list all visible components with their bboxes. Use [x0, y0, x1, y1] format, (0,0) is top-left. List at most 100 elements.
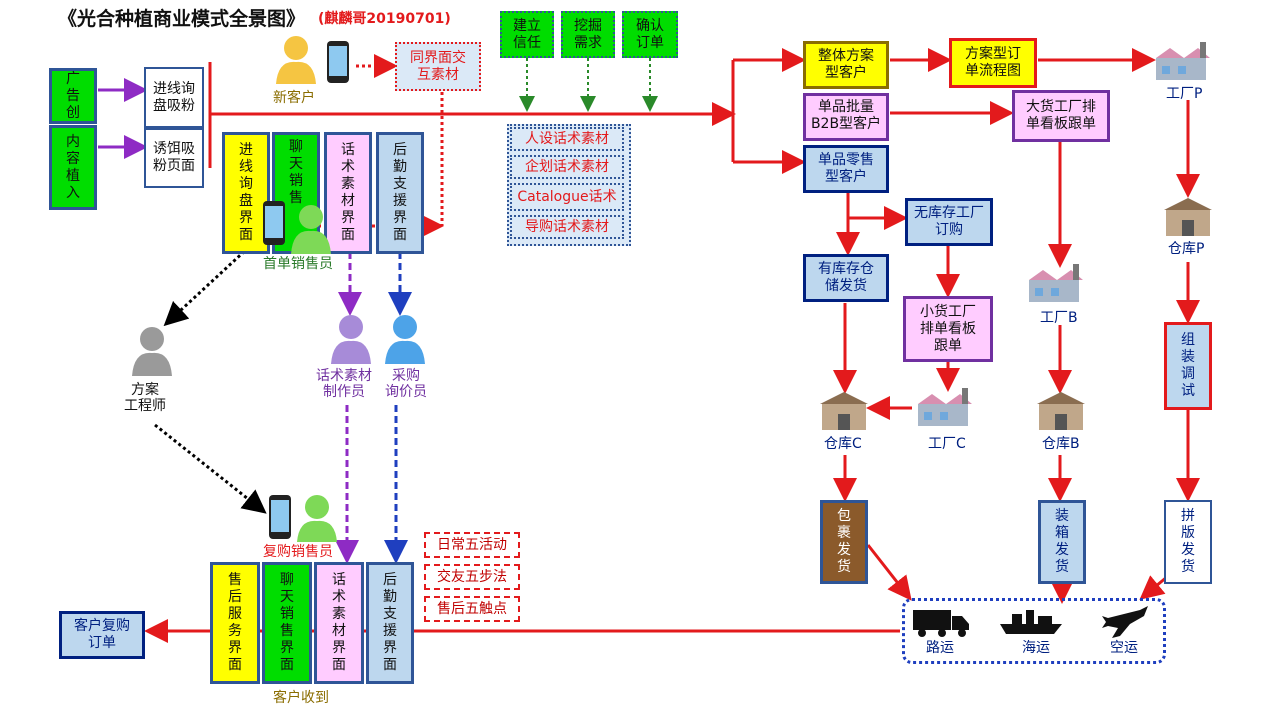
lure-page-box: 诱饵吸粉页面 — [144, 128, 204, 188]
customer-solution-label: 整体方案型客户 — [818, 48, 874, 81]
parcel-box: 包裹发货 — [820, 500, 868, 584]
assemble-label: 组装调试 — [1181, 332, 1195, 399]
no-stock-label: 无库存工厂订购 — [914, 205, 984, 238]
first-panel-chat-label: 聊天销售 — [289, 139, 303, 206]
repeat-order-label: 客户复购订单 — [74, 618, 130, 651]
activity-daily-label: 日常五活动 — [437, 536, 507, 553]
phone-icon — [327, 41, 349, 83]
transport-air-label: 空运 — [1110, 640, 1138, 656]
repeat-sales-phone-icon — [269, 495, 291, 539]
customer-b2b-box: 单品批量B2B型客户 — [803, 93, 889, 141]
material-persona: 人设话术素材 — [510, 127, 624, 151]
solution-order-box: 方案型订单流程图 — [949, 38, 1037, 88]
repeat-order-box: 客户复购订单 — [59, 611, 145, 659]
engineer-icon — [132, 327, 172, 376]
step-confirm: 确认订单 — [622, 11, 678, 58]
transport-group — [902, 598, 1166, 664]
step-trust: 建立信任 — [500, 11, 554, 58]
repeat-panel-logistics: 后勤支援界面 — [366, 562, 414, 684]
repeat-panel-script: 话术素材界面 — [314, 562, 364, 684]
same-interface-label: 同界面交互素材 — [410, 49, 466, 83]
factory-p-label: 工厂P — [1166, 86, 1203, 102]
author-note: (麒麟哥20190701) — [318, 11, 451, 27]
warehouse-p-label: 仓库P — [1168, 241, 1205, 257]
big-factory-label: 大货工厂排单看板跟单 — [1026, 99, 1096, 132]
small-factory-box: 小货工厂排单看板跟单 — [903, 296, 993, 362]
purchaser-label: 采购 询价员 — [385, 368, 427, 400]
material-catalogue-label: Catalogue话术 — [517, 189, 617, 205]
warehouse-c-label: 仓库C — [824, 436, 862, 452]
step-confirm-label: 确认订单 — [636, 17, 664, 51]
factory-c-label: 工厂C — [928, 436, 966, 452]
parcel-label: 包裹发货 — [837, 508, 851, 575]
ship-icon — [1000, 610, 1062, 634]
warehouse-b-label: 仓库B — [1042, 436, 1080, 452]
inquiry-page-box: 进线询盘吸粉 — [144, 67, 204, 128]
activity-daily: 日常五活动 — [424, 532, 520, 558]
step-needs: 挖掘需求 — [561, 11, 615, 58]
engineer-label: 方案 工程师 — [124, 382, 166, 414]
repeat-panel-chat: 聊天销售界面 — [262, 562, 312, 684]
pallet-label: 拼版发货 — [1181, 508, 1195, 575]
repeat-panel-chat-label: 聊天销售界面 — [280, 572, 294, 673]
first-panel-logistics: 后勤支援界面 — [376, 132, 424, 254]
new-customer-label: 新客户 — [273, 90, 315, 106]
customer-received-label: 客户收到 — [273, 690, 329, 706]
customer-solution-box: 整体方案型客户 — [803, 41, 889, 89]
new-customer-icon — [276, 36, 316, 84]
in-stock-label: 有库存仓储发货 — [818, 261, 874, 294]
no-stock-box: 无库存工厂订购 — [905, 198, 993, 246]
ad-box-label: 广告创 — [66, 70, 80, 121]
content-box: 内容植入 — [49, 125, 97, 210]
plane-icon — [1102, 606, 1148, 638]
material-planning-label: 企划话术素材 — [525, 158, 609, 175]
repeat-panel-logistics-label: 后勤支援界面 — [383, 572, 397, 673]
material-persona-label: 人设话术素材 — [525, 130, 609, 147]
box-ship-box: 装箱发货 — [1038, 500, 1086, 584]
factory-p-icon — [1156, 42, 1210, 80]
activity-aftersale: 售后五触点 — [424, 596, 520, 622]
factory-b-label: 工厂B — [1040, 310, 1078, 326]
truck-icon — [913, 610, 969, 637]
first-panel-inquiry: 进线询盘界面 — [222, 132, 270, 254]
in-stock-box: 有库存仓储发货 — [803, 254, 889, 302]
small-factory-label: 小货工厂排单看板跟单 — [920, 303, 976, 354]
warehouse-p-icon — [1164, 198, 1212, 236]
repeat-panel-aftersale-label: 售后服务界面 — [228, 572, 242, 673]
activity-friend-label: 交友五步法 — [437, 568, 507, 585]
transport-road-label: 路运 — [926, 640, 954, 656]
content-box-label: 内容植入 — [66, 133, 80, 201]
lure-page-label: 诱饵吸粉页面 — [153, 141, 195, 174]
repeat-panel-script-label: 话术素材界面 — [332, 572, 346, 673]
transport-sea-label: 海运 — [1022, 640, 1050, 656]
repeat-panel-aftersale: 售后服务界面 — [210, 562, 260, 684]
activity-friend: 交友五步法 — [424, 564, 520, 590]
script-maker-icon — [331, 315, 371, 364]
inquiry-page-label: 进线询盘吸粉 — [153, 80, 195, 114]
big-factory-box: 大货工厂排单看板跟单 — [1012, 90, 1110, 142]
first-panel-script: 话术素材界面 — [324, 132, 372, 254]
material-planning: 企划话术素材 — [510, 155, 624, 179]
first-sales-phone-icon — [263, 201, 285, 245]
script-maker-label: 话术素材 制作员 — [316, 368, 372, 400]
material-catalogue: Catalogue话术 — [510, 183, 624, 211]
customer-b2b-label: 单品批量B2B型客户 — [810, 99, 882, 132]
step-needs-label: 挖掘需求 — [574, 17, 602, 51]
ad-box: 广告创 — [49, 68, 97, 124]
assemble-box: 组装调试 — [1164, 322, 1212, 410]
material-guide: 导购话术素材 — [510, 215, 624, 239]
box-ship-label: 装箱发货 — [1055, 508, 1069, 575]
repeat-sales-label: 复购销售员 — [263, 544, 333, 560]
first-sales-icon — [291, 205, 331, 254]
customer-retail-label: 单品零售型客户 — [818, 152, 874, 185]
purchaser-icon — [385, 315, 425, 364]
same-interface-box: 同界面交互素材 — [395, 42, 481, 91]
solution-order-label: 方案型订单流程图 — [965, 46, 1021, 79]
activity-aftersale-label: 售后五触点 — [437, 600, 507, 617]
page-title: 《光合种植商业模式全景图》 — [58, 8, 306, 30]
first-panel-inquiry-label: 进线询盘界面 — [239, 142, 253, 243]
material-guide-label: 导购话术素材 — [525, 218, 609, 235]
customer-retail-box: 单品零售型客户 — [803, 145, 889, 193]
factory-b-icon — [1029, 264, 1083, 302]
